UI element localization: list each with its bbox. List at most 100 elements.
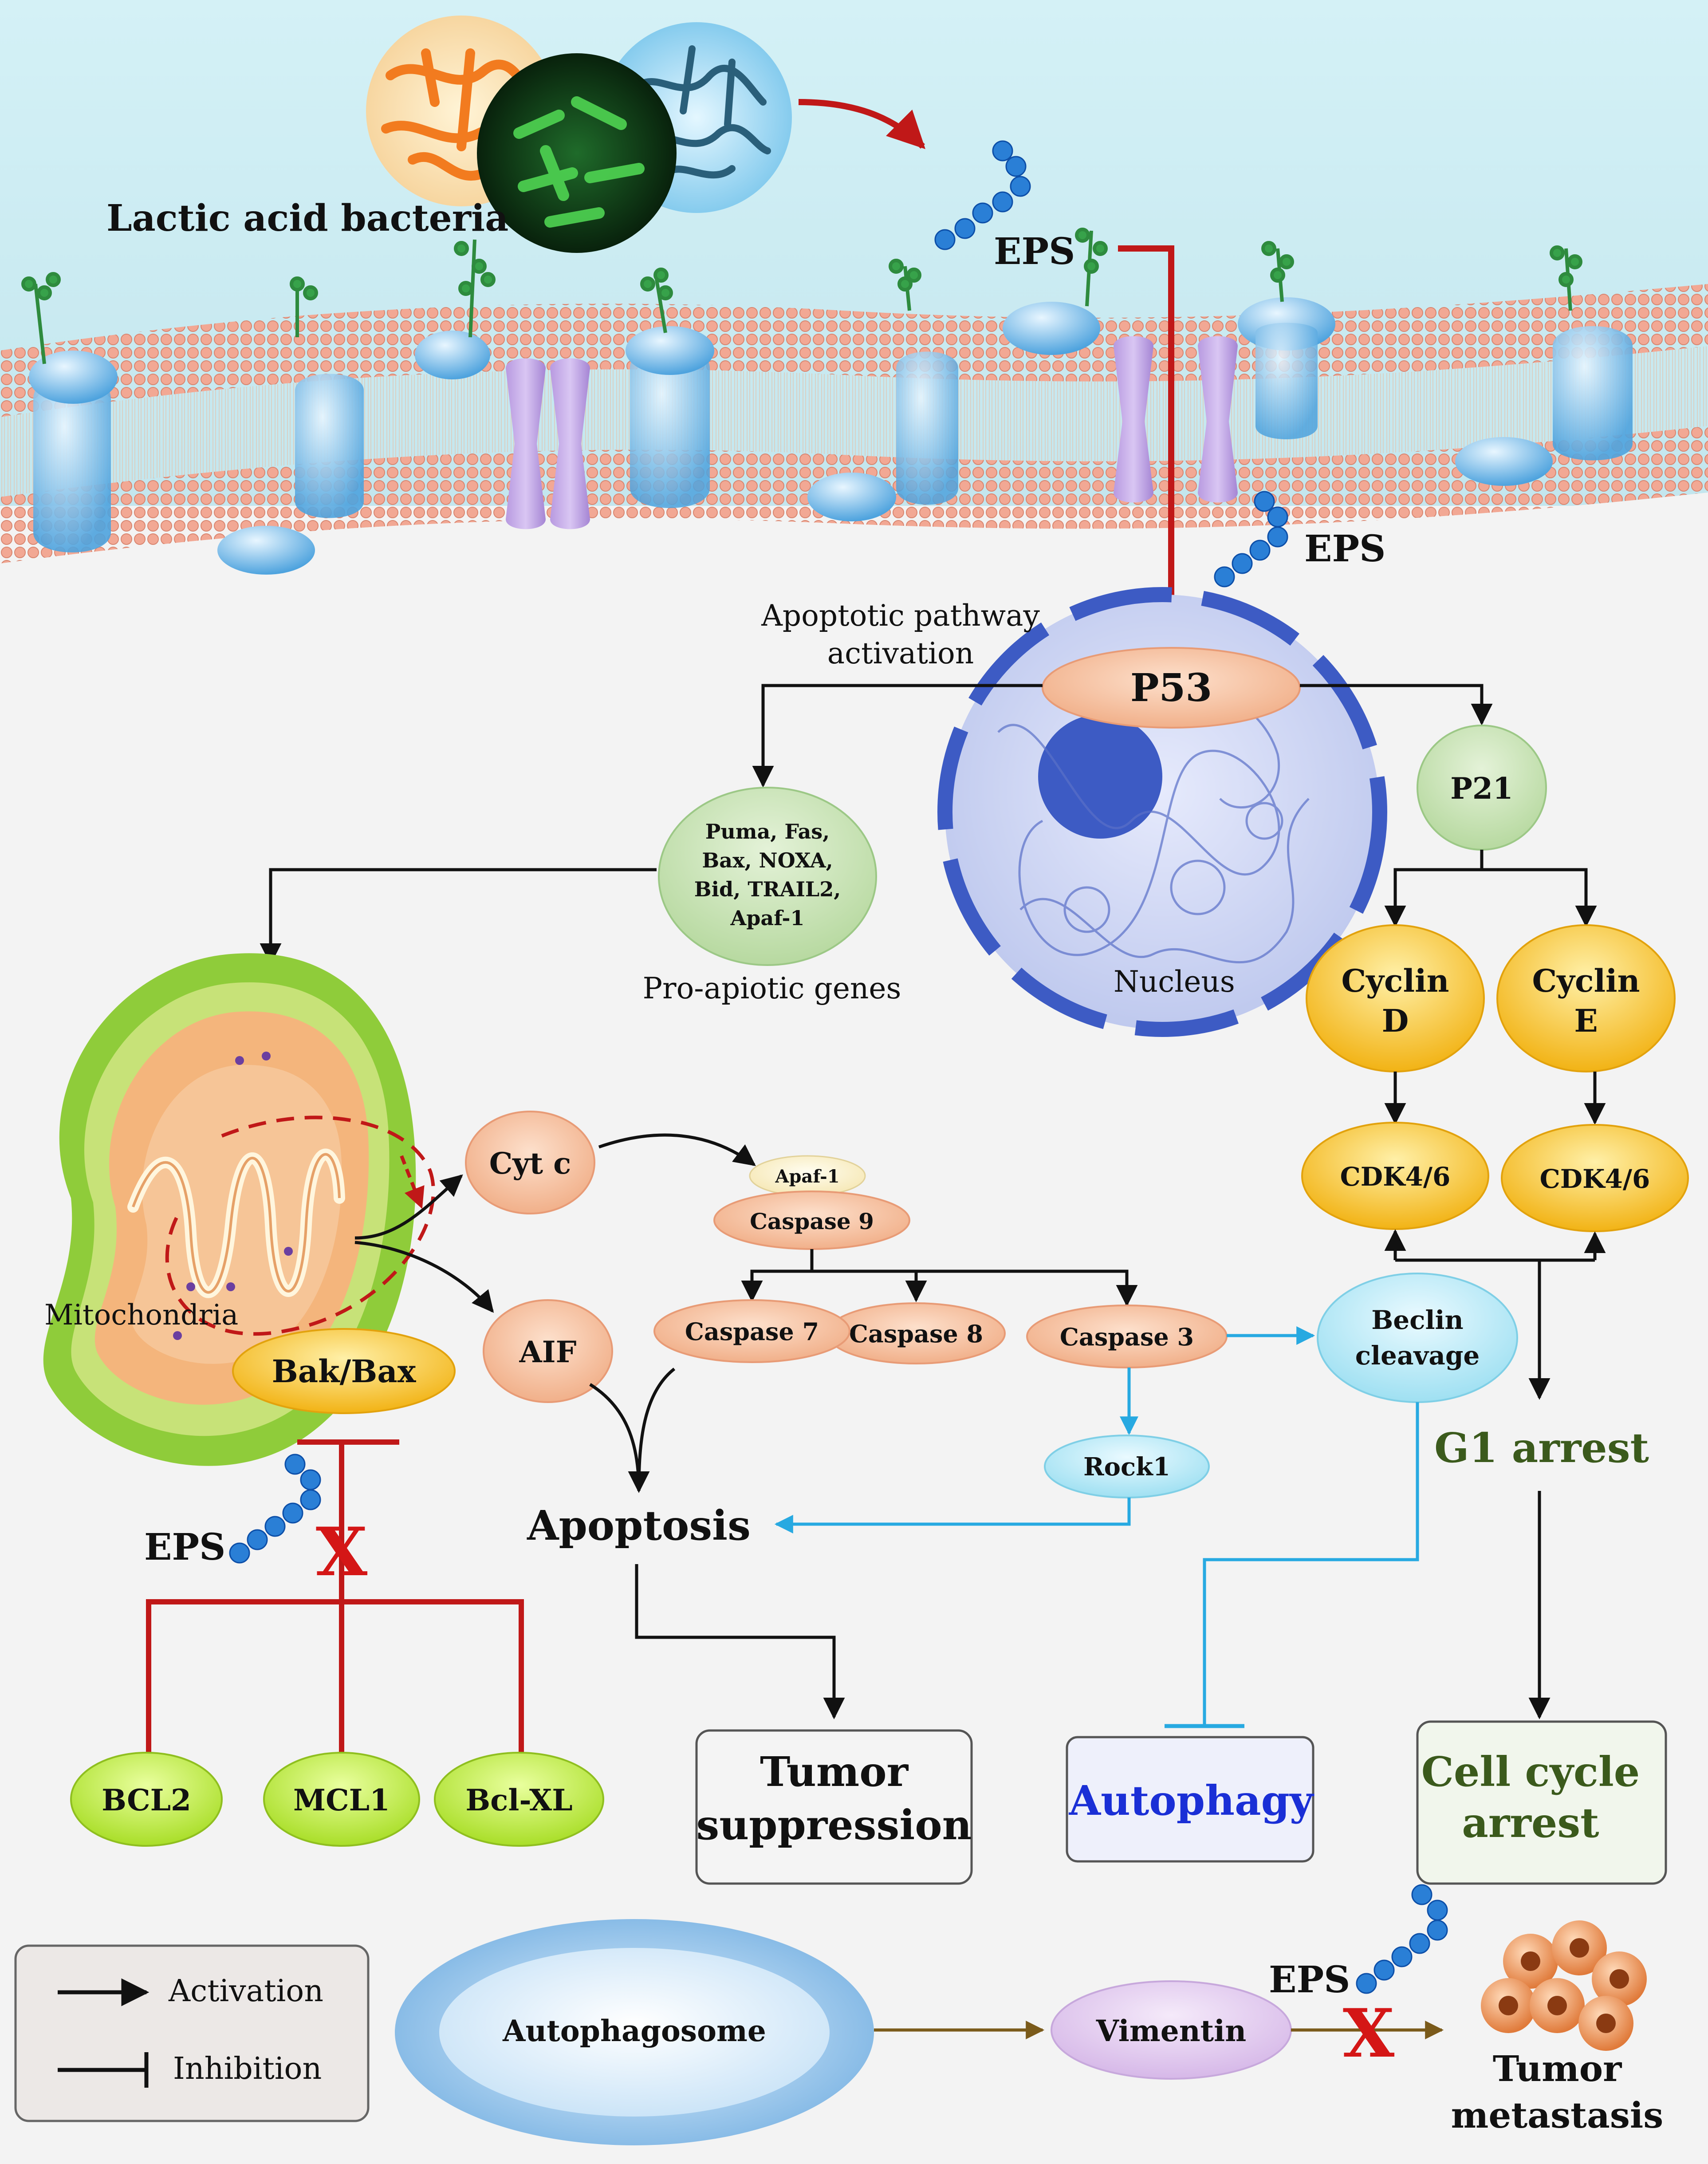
membrane-proteins xyxy=(29,297,1633,575)
bcl2-label: BCL2 xyxy=(102,1783,191,1817)
genes-line3: Bid, TRAIL2, xyxy=(694,877,841,901)
casp9-to-casp8-arrow xyxy=(812,1269,927,1302)
mito-release-arrow xyxy=(400,1155,425,1209)
beclin-line1: Beclin xyxy=(1371,1305,1463,1335)
tumor-suppression-line1: Tumor xyxy=(760,1748,909,1796)
autophagosome-label: Autophagosome xyxy=(502,2014,766,2048)
caspase7-node xyxy=(653,1299,850,1363)
tumor-cells-image xyxy=(1481,1920,1647,2051)
rock1-node xyxy=(1044,1435,1210,1498)
casp9-to-casp3-arrow xyxy=(916,1269,1138,1307)
p21-label: P21 xyxy=(1450,771,1513,806)
aif-label: AIF xyxy=(519,1335,577,1369)
bacteria-label: Lactic acid bacteria xyxy=(106,197,508,240)
cyclin-d-line1: Cyclin xyxy=(1341,962,1449,999)
tumor-suppression-box xyxy=(695,1729,973,1885)
cell-cycle-line2: arrest xyxy=(1462,1799,1599,1847)
tumor-suppression-line2: suppression xyxy=(696,1801,972,1849)
genes-line4: Apaf-1 xyxy=(730,906,805,930)
cdk-d-label: CDK4/6 xyxy=(1340,1162,1451,1192)
autophagy-label: Autophagy xyxy=(1069,1777,1314,1825)
tumor-metastasis-line2: metastasis xyxy=(1451,2094,1664,2136)
bak-bax-label: Bak/Bax xyxy=(272,1353,417,1390)
legend-inhibition-label: Inhibition xyxy=(173,2051,322,2086)
eps-chain-mito xyxy=(229,1454,321,1564)
cdk-e-node xyxy=(1501,1124,1689,1232)
apoptotic-label-line2: activation xyxy=(827,636,974,670)
bacteria-image xyxy=(366,16,792,253)
beclin-inhibits-autophagy xyxy=(1203,1402,1419,1726)
cdk-e-label: CDK4/6 xyxy=(1540,1164,1650,1194)
apaf1-label: Apaf-1 xyxy=(775,1166,839,1187)
cyclin-e-line2: E xyxy=(1574,1002,1598,1039)
rock1-label: Rock1 xyxy=(1083,1452,1170,1482)
beclin-line2: cleavage xyxy=(1355,1340,1480,1371)
genes-line2: Bax, NOXA, xyxy=(702,848,833,872)
apoptosis-label: Apoptosis xyxy=(527,1502,751,1549)
cell-cycle-arrest-box xyxy=(1416,1720,1667,1885)
bak-bax-node xyxy=(232,1328,456,1414)
caspase7-label: Caspase 7 xyxy=(685,1317,819,1346)
mito-to-cytc-arrow xyxy=(354,1174,463,1240)
membrane-channels xyxy=(506,336,1238,529)
cytc-to-caspase9-arrow xyxy=(598,1133,756,1166)
p53-to-p21-arrow xyxy=(1300,684,1493,725)
pro-apoptotic-genes-node xyxy=(658,787,877,966)
caspase3-label: Caspase 3 xyxy=(1060,1323,1194,1351)
cyclin-d-line2: D xyxy=(1382,1002,1409,1039)
beclin-node xyxy=(1317,1273,1518,1403)
bcl-block-mark: X xyxy=(316,1513,368,1591)
eps-label-nucleus: EPS xyxy=(1304,528,1385,570)
genes-line1: Puma, Fas, xyxy=(705,820,830,844)
legend-activation-label: Activation xyxy=(168,1974,323,2009)
eps-label-mito: EPS xyxy=(144,1526,225,1569)
vimentin-label: Vimentin xyxy=(1096,2014,1246,2048)
p21-to-cyclin-e-arrow xyxy=(1482,868,1597,927)
eps-label-top: EPS xyxy=(994,230,1075,273)
mito-membrane-permeabilization xyxy=(165,1116,435,1336)
eps-label-vimentin: EPS xyxy=(1269,1959,1350,2001)
cyclin-e-line1: Cyclin xyxy=(1532,962,1640,999)
bclxl-label: Bcl-XL xyxy=(465,1783,572,1817)
mcl1-node xyxy=(263,1752,420,1847)
cell-cycle-line1: Cell cycle xyxy=(1421,1748,1640,1796)
genes-to-mito-arrow xyxy=(260,868,657,965)
apoptotic-label-line1: Apoptotic pathway xyxy=(761,599,1040,633)
autophagosome-inner xyxy=(439,1948,830,2117)
eps-chain-top xyxy=(934,140,1031,250)
aif-to-apoptosis-arrow xyxy=(589,1383,641,1491)
cyt-c-node xyxy=(465,1111,595,1214)
p21-to-cyclin-d-arrow xyxy=(1384,850,1484,927)
eps-chain-vimentin xyxy=(1356,1884,1448,1994)
aif-node xyxy=(483,1299,613,1403)
casp9-to-casp7-arrow xyxy=(741,1249,814,1302)
mito-to-aif-arrow xyxy=(354,1241,494,1313)
bcl2-node xyxy=(70,1752,223,1847)
glycan-chains xyxy=(21,228,1582,364)
bclxl-node xyxy=(434,1752,604,1847)
nucleus-label: Nucleus xyxy=(1114,965,1235,999)
cyclin-e-node xyxy=(1496,924,1676,1072)
mitochondria-label: Mitochondria xyxy=(44,1299,238,1332)
bcl-branch-line xyxy=(146,1599,524,1801)
p53-node xyxy=(1042,647,1301,729)
p53-label: P53 xyxy=(1130,666,1212,710)
caspase8-label: Caspase 8 xyxy=(849,1320,983,1348)
eps-chain-nucleus xyxy=(1214,491,1288,587)
bacteria-to-eps-arrow xyxy=(798,99,925,149)
apoptosis-to-tumor-arrow xyxy=(635,1564,845,1719)
caspase7-to-apoptosis-arrow xyxy=(628,1368,676,1493)
autophagy-box xyxy=(1066,1736,1314,1863)
legend-box xyxy=(14,1944,370,2122)
mcl1-label: MCL1 xyxy=(293,1783,390,1817)
pro-apoptotic-label: Pro-apiotic genes xyxy=(643,971,901,1005)
p53-to-genes-arrow xyxy=(752,684,1043,788)
tumor-metastasis-line1: Tumor xyxy=(1493,2048,1622,2089)
g1-arrest-label: G1 arrest xyxy=(1434,1424,1649,1472)
caspase9-label: Caspase 9 xyxy=(750,1208,874,1234)
cyt-c-label: Cyt c xyxy=(489,1146,571,1181)
cdk-d-node xyxy=(1301,1122,1489,1230)
rock1-to-apoptosis-arrow xyxy=(774,1498,1131,1533)
